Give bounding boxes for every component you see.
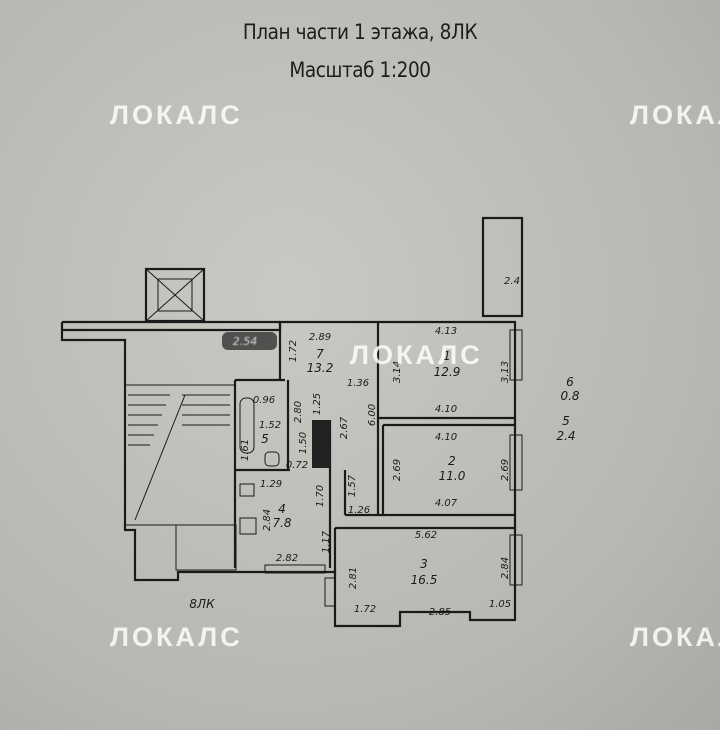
dimension-label: 3.14 bbox=[392, 361, 403, 383]
room-4-number: 4 bbox=[278, 502, 286, 516]
dimension-label: 4.10 bbox=[435, 404, 457, 415]
elevator-shaft bbox=[144, 267, 206, 323]
dimension-label: 1.61 bbox=[240, 439, 251, 461]
room-5-number: 5 bbox=[261, 432, 269, 446]
room-2-number: 2 bbox=[448, 454, 456, 468]
dimension-label: 2.84 bbox=[262, 509, 273, 531]
dimension-labels: 2.4 4.13 4.10 3.14 3.13 4.10 4.07 2.69 2… bbox=[240, 276, 520, 618]
room-3-number: 3 bbox=[420, 557, 428, 571]
plan-title: План части 1 этажа, 8ЛК bbox=[242, 20, 478, 44]
watermark: ЛОКАЛС bbox=[110, 622, 243, 652]
watermark: ЛОКАЛС bbox=[630, 622, 720, 652]
bathtub-icon bbox=[239, 397, 255, 454]
dimension-label: 1.26 bbox=[348, 505, 370, 516]
dimension-label: 0.96 bbox=[253, 395, 275, 406]
dimension-label: 1.50 bbox=[298, 432, 309, 454]
dimension-label: 2.69 bbox=[500, 459, 511, 481]
blurred-dimension-label: 2.54 bbox=[233, 335, 258, 348]
watermark: ЛОКАЛС bbox=[110, 100, 243, 130]
room-5b-number: 5 bbox=[562, 414, 570, 428]
ventilation-shaft bbox=[312, 420, 330, 468]
dimension-label: 1.57 bbox=[347, 474, 358, 497]
dimension-label: 2.80 bbox=[293, 401, 304, 423]
dimension-label: 6.00 bbox=[367, 404, 378, 426]
dimension-label: 2.81 bbox=[348, 567, 359, 589]
dimension-label: 1.25 bbox=[312, 393, 323, 415]
dimension-label: 1.72 bbox=[288, 340, 299, 362]
dimension-label: 2.85 bbox=[429, 607, 451, 618]
dimension-label: 4.13 bbox=[435, 326, 457, 337]
room-1-number: 1 bbox=[443, 349, 451, 363]
dimension-label: 0.72 bbox=[286, 460, 308, 471]
dimension-label: 4.10 bbox=[435, 432, 457, 443]
room-5b-area: 2.4 bbox=[556, 429, 575, 443]
dimension-label: 4.07 bbox=[435, 498, 458, 509]
dimension-label: 1.05 bbox=[489, 599, 511, 610]
room-6-number: 6 bbox=[566, 375, 574, 389]
plan-scale: Масштаб 1:200 bbox=[289, 58, 431, 82]
staircase bbox=[124, 384, 237, 571]
dimension-label: 3.13 bbox=[500, 361, 511, 383]
dimension-label: 2.89 bbox=[309, 332, 331, 343]
dimension-label: 1.17 bbox=[321, 530, 332, 553]
dimension-label: 2.67 bbox=[339, 416, 350, 439]
balcony bbox=[481, 216, 524, 318]
dimension-label: 1.52 bbox=[259, 420, 281, 431]
watermark: ЛОКАЛС bbox=[350, 340, 483, 370]
dimension-label: 1.29 bbox=[260, 479, 282, 490]
dimension-label: 1.72 bbox=[354, 604, 376, 615]
watermark: ЛОКАЛС bbox=[630, 100, 720, 130]
dimension-label: 1.36 bbox=[347, 378, 369, 389]
dimension-label: 2.69 bbox=[392, 459, 403, 481]
dimension-label: 2.84 bbox=[500, 557, 511, 579]
room-4-area: 7.8 bbox=[272, 516, 291, 530]
redacted-mark bbox=[222, 332, 277, 350]
entrance-label: 8ЛК bbox=[189, 597, 215, 611]
room-1-area: 12.9 bbox=[434, 365, 461, 379]
sink-icon bbox=[239, 483, 255, 497]
room-2-area: 11.0 bbox=[439, 469, 466, 483]
dimension-label: 2.4 bbox=[504, 276, 520, 287]
toilet-icon bbox=[264, 451, 280, 467]
room-3-area: 16.5 bbox=[411, 573, 438, 587]
stove-icon bbox=[239, 517, 257, 535]
dimension-label: 1.70 bbox=[315, 485, 326, 507]
room-7-area: 13.2 bbox=[307, 361, 334, 375]
room-6-area: 0.8 bbox=[560, 389, 579, 403]
room-7-number: 7 bbox=[316, 347, 324, 361]
exterior-walls bbox=[60, 216, 524, 628]
dimension-label: 2.82 bbox=[276, 553, 298, 564]
dimension-label: 5.62 bbox=[415, 530, 437, 541]
